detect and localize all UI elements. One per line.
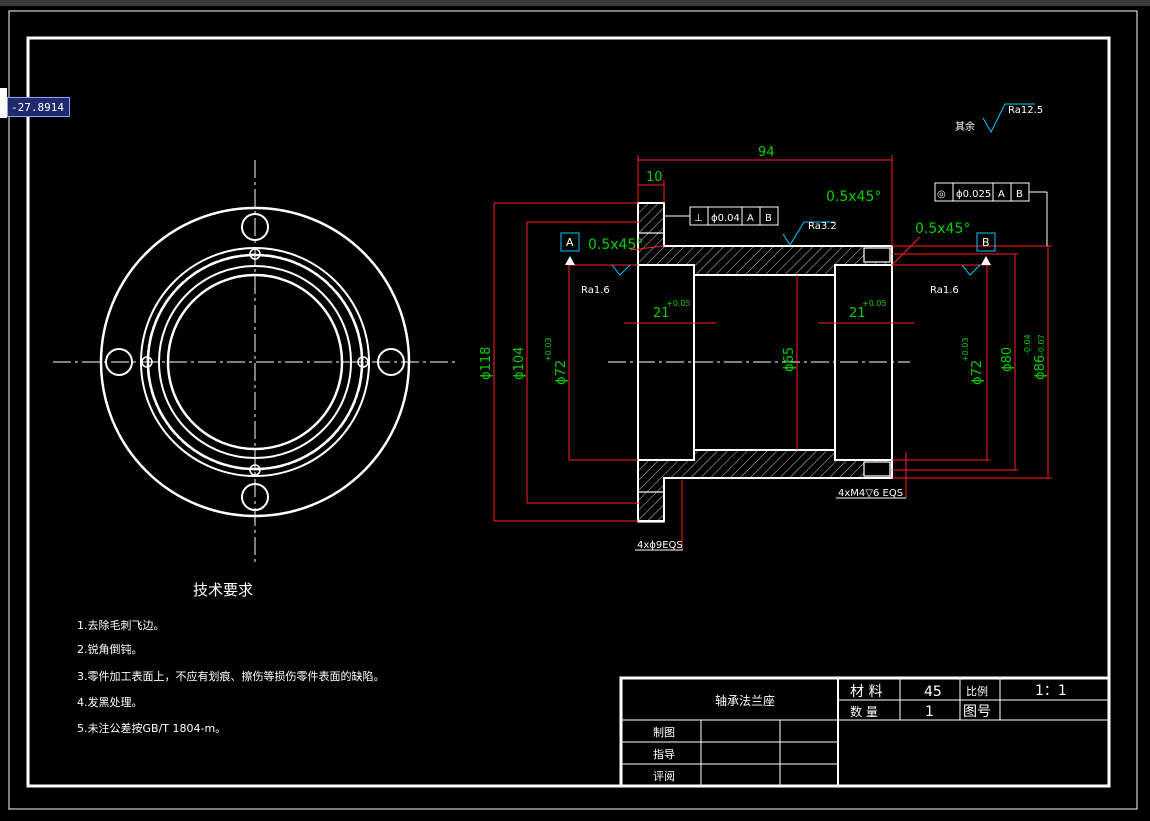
sheet-outer-border xyxy=(8,10,1138,810)
ra16-left: Ra1.6 xyxy=(581,285,610,296)
perp-datum-b: B xyxy=(765,213,772,224)
conc-datum-b: B xyxy=(1016,189,1023,200)
datum-b-label: B xyxy=(982,236,990,249)
tech-item-5: 5.未注公差按GB/T 1804-m。 xyxy=(77,721,226,735)
title-block[interactable] xyxy=(619,676,1111,788)
qty-label: 数 量 xyxy=(850,704,878,719)
tech-item-4: 4.发黑处理。 xyxy=(77,695,143,709)
tol-86-lower: -0.07 xyxy=(1037,334,1046,355)
tech-item-2: 2.锐角倒钝。 xyxy=(77,642,143,656)
front-view[interactable] xyxy=(53,160,455,565)
perp-symbol: ⊥ xyxy=(694,213,703,224)
qty-value: 1 xyxy=(925,704,934,720)
other-label: 其余 xyxy=(955,120,975,133)
conc-symbol: ◎ xyxy=(937,189,946,200)
tol-depth-right: +0.05 xyxy=(862,299,887,308)
tech-item-3: 3.零件加工表面上，不应有划痕、擦伤等损伤零件表面的缺陷。 xyxy=(77,669,385,683)
tol-depth-left: +0.05 xyxy=(666,299,691,308)
row-drawn: 制图 xyxy=(653,726,675,739)
drawing-no-label: 图号 xyxy=(963,704,991,720)
toolbar-strip xyxy=(0,0,1150,6)
ra16-right: Ra1.6 xyxy=(930,285,959,296)
tol-72-left: +0.03 xyxy=(544,337,553,362)
dim-10: 10 xyxy=(646,170,663,185)
dim-94: 94 xyxy=(758,145,775,160)
dim-d72-right: ϕ72 xyxy=(970,360,985,385)
section-view[interactable] xyxy=(608,202,910,523)
dim-depth-right: 21 xyxy=(849,306,866,321)
conc-value: ϕ0.025 xyxy=(956,189,991,200)
perp-datum-a: A xyxy=(747,213,754,224)
callout-9: 4xϕ9EQS xyxy=(637,540,683,551)
tech-requirements: 技术要求 1.去除毛刺飞边。 2.锐角倒钝。 3.零件加工表面上，不应有划痕、擦… xyxy=(77,581,385,735)
callout-m4: 4xM4▽6 EQS xyxy=(838,488,903,499)
gdt-concentricity[interactable] xyxy=(934,182,1048,246)
perp-value: ϕ0.04 xyxy=(711,213,740,224)
tol-72-right: +0.03 xyxy=(961,337,970,362)
scale-label: 比例 xyxy=(966,684,988,698)
material-label: 材 料 xyxy=(850,684,882,700)
sheet-inner-frame xyxy=(26,36,1111,788)
material-value: 45 xyxy=(924,684,942,700)
part-name: 轴承法兰座 xyxy=(715,693,775,708)
ra125: Ra12.5 xyxy=(1008,105,1043,116)
hole-callouts: 4xM4▽6 EQS 4xϕ9EQS xyxy=(635,488,906,551)
dim-depth-left: 21 xyxy=(653,306,670,321)
dim-d118: ϕ118 xyxy=(479,347,494,380)
gdt-perpendicularity[interactable] xyxy=(664,206,779,226)
roughness-symbols xyxy=(611,103,1035,276)
conc-datum-a: A xyxy=(998,189,1005,200)
dim-d65: ϕ65 xyxy=(782,347,797,372)
dim-chamfer-right: 0.5x45° xyxy=(915,221,970,237)
dim-d86: ϕ86 xyxy=(1033,355,1048,380)
dimension-texts: 94 10 0.5x45° 0.5x45° 0.5x45° ϕ118 ϕ104 … xyxy=(479,145,1048,385)
tol-86-upper: -0.04 xyxy=(1023,334,1032,355)
dim-chamfer-left: 0.5x45° xyxy=(588,237,643,253)
dimension-lines xyxy=(493,155,1052,550)
datum-markers xyxy=(560,232,996,252)
dim-d72-left: ϕ72 xyxy=(554,360,569,385)
dim-d104: ϕ104 xyxy=(512,347,527,380)
tech-title: 技术要求 xyxy=(193,581,253,599)
row-guide: 指导 xyxy=(653,747,675,761)
row-review: 评阅 xyxy=(653,770,675,783)
crosshair-cursor xyxy=(0,88,7,118)
dim-d80: ϕ80 xyxy=(1000,347,1015,372)
coordinate-tooltip: -27.8914 xyxy=(7,97,70,117)
datum-a-label: A xyxy=(566,236,574,249)
scale-value: 1：1 xyxy=(1035,683,1067,699)
ra32: Ra3.2 xyxy=(808,221,837,232)
tech-item-1: 1.去除毛刺飞边。 xyxy=(77,618,165,632)
dim-chamfer-top: 0.5x45° xyxy=(826,189,881,205)
